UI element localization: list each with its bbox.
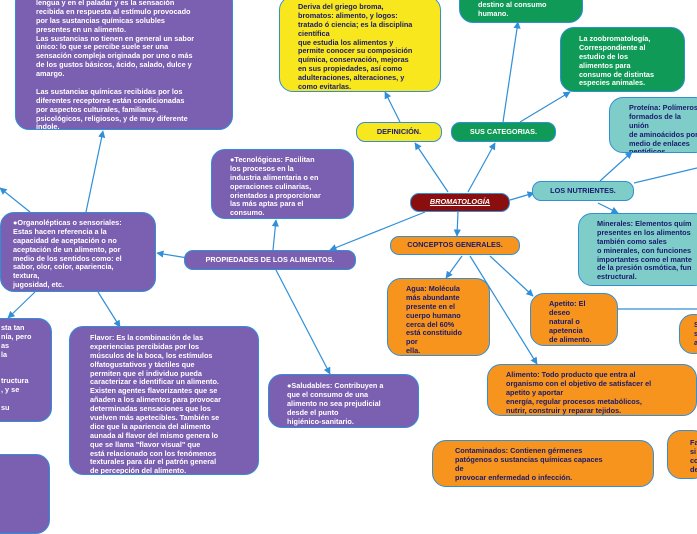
zoobromatologia-box: La zoobromatología, Correspondiente al e… xyxy=(560,27,685,92)
alimento-box: Alimento: Todo producto que entra al org… xyxy=(487,364,697,416)
textura-fragment-box: sta tan nía, pero as la tructura , y se … xyxy=(0,318,52,422)
flavor-box: Flavor: Es la combinación de las experie… xyxy=(69,326,259,475)
definicion-text-box: Deriva del griego broma, bromatos: alime… xyxy=(279,0,441,92)
right-top-fragment-box: S s a xyxy=(679,314,697,354)
organolepticas-box: ●Organolépticas o sensoriales: Estas hac… xyxy=(0,212,156,292)
bromatologia-center-node[interactable]: BROMATOLOGÍA xyxy=(410,193,510,212)
categorias-top-box: destino al consumo humano. xyxy=(459,0,583,23)
right-bottom-fragment-box: Fa si cc de xyxy=(667,430,697,479)
minerales-box: Minerales: Elementos quím presentes en l… xyxy=(578,213,697,286)
propiedades-node[interactable]: PROPIEDADES DE LOS ALIMENTOS. xyxy=(184,250,356,270)
bottom-left-fragment-box xyxy=(0,454,50,534)
definicion-node[interactable]: DEFINICIÓN. xyxy=(356,122,442,142)
tecnologicas-box: ●Tecnológicas: Facilitan los procesos en… xyxy=(211,149,354,219)
categorias-node[interactable]: SUS CATEGORIAS. xyxy=(451,122,556,142)
saludables-box: ●Saludables: Contribuyen a que el consum… xyxy=(268,374,419,428)
conceptos-generales-node[interactable]: CONCEPTOS GENERALES. xyxy=(390,236,520,255)
agua-box: Agua: Molécula más abundante presente en… xyxy=(387,278,490,356)
contaminados-box: Contaminados: Contienen gérmenes patógen… xyxy=(432,440,654,487)
sabor-box: lengua y en el paladar y es la sensación… xyxy=(15,0,233,130)
nutrientes-node[interactable]: LOS NUTRIENTES. xyxy=(532,181,634,201)
proteina-box: Proteína: Polímeros formados de la unión… xyxy=(609,97,697,153)
apetito-box: Apetito: El deseo natural o apetencia de… xyxy=(530,293,618,346)
